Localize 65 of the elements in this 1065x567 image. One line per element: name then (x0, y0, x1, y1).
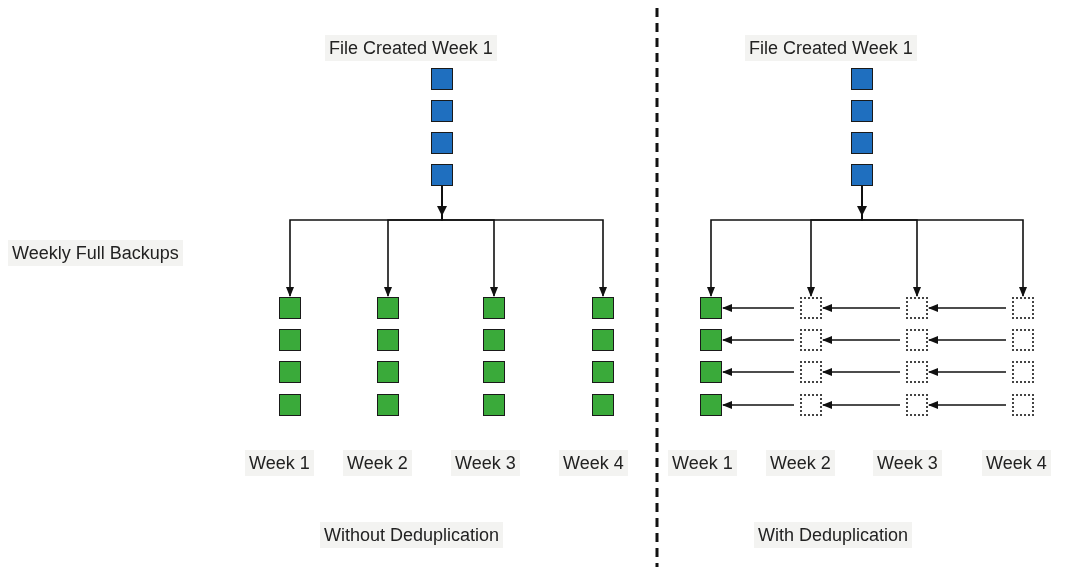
column-label: Week 3 (451, 450, 520, 476)
data-block (483, 361, 505, 383)
data-block (279, 394, 301, 416)
panel-caption: With Deduplication (754, 522, 913, 548)
arrow (722, 304, 795, 312)
data-block (377, 297, 399, 319)
panel-caption: Without Deduplication (320, 522, 504, 548)
arrow (722, 368, 795, 376)
data-block (431, 68, 453, 90)
data-block (431, 132, 453, 154)
placeholder-block (1012, 361, 1034, 383)
data-block (592, 329, 614, 351)
panel-heading: File Created Week 1 (325, 35, 497, 61)
placeholder-block (800, 329, 822, 351)
data-block (700, 329, 722, 351)
arrow (928, 304, 1007, 312)
arrow (822, 368, 901, 376)
column-label: Week 1 (245, 450, 314, 476)
arrow (822, 304, 901, 312)
data-block (483, 394, 505, 416)
panel-heading: File Created Week 1 (745, 35, 917, 61)
data-block (431, 100, 453, 122)
data-block (851, 132, 873, 154)
data-block (851, 164, 873, 186)
data-block (377, 329, 399, 351)
data-block (851, 68, 873, 90)
column-label: Week 3 (873, 450, 942, 476)
data-block (377, 361, 399, 383)
placeholder-block (906, 361, 928, 383)
arrow (722, 336, 795, 344)
data-block (592, 361, 614, 383)
column-label: Week 1 (668, 450, 737, 476)
placeholder-block (1012, 297, 1034, 319)
placeholder-block (800, 394, 822, 416)
arrow (928, 336, 1007, 344)
data-block (592, 394, 614, 416)
arrow (822, 336, 901, 344)
column-label: Week 2 (766, 450, 835, 476)
placeholder-block (906, 394, 928, 416)
data-block (279, 329, 301, 351)
row-label: Weekly Full Backups (8, 240, 183, 266)
arrow (928, 401, 1007, 409)
data-block (700, 394, 722, 416)
arrow (928, 368, 1007, 376)
placeholder-block (800, 361, 822, 383)
data-block (700, 297, 722, 319)
data-block (279, 297, 301, 319)
arrow (822, 401, 901, 409)
data-block (483, 329, 505, 351)
column-label: Week 2 (343, 450, 412, 476)
placeholder-block (1012, 329, 1034, 351)
arrow (722, 401, 795, 409)
data-block (279, 361, 301, 383)
column-label: Week 4 (559, 450, 628, 476)
placeholder-block (1012, 394, 1034, 416)
data-block (851, 100, 873, 122)
placeholder-block (906, 297, 928, 319)
placeholder-block (800, 297, 822, 319)
data-block (431, 164, 453, 186)
data-block (483, 297, 505, 319)
column-label: Week 4 (982, 450, 1051, 476)
placeholder-block (906, 329, 928, 351)
data-block (592, 297, 614, 319)
data-block (377, 394, 399, 416)
data-block (700, 361, 722, 383)
